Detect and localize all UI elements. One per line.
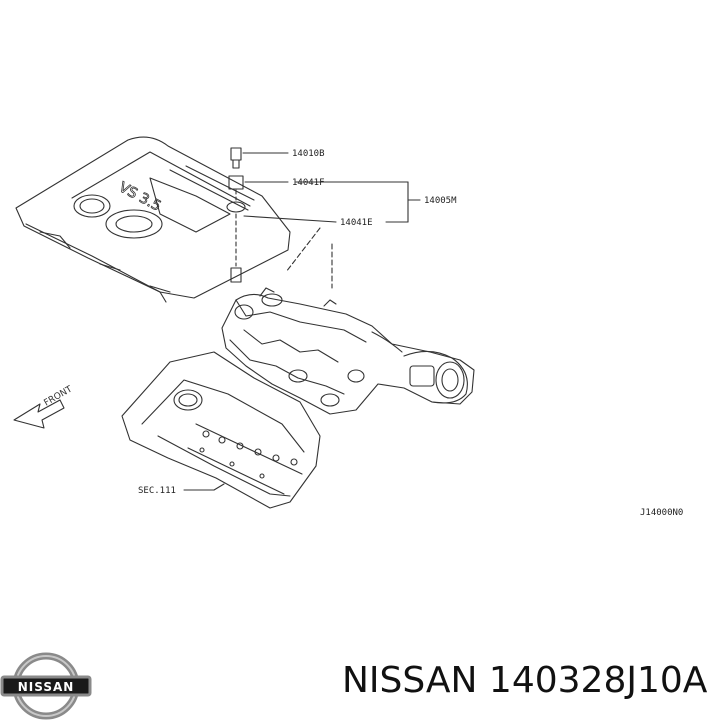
valve-cover (121, 351, 321, 509)
label-14005M: 14005M (424, 196, 457, 206)
drawing-number: J14000N0 (640, 508, 683, 518)
label-14010B: 14010B (292, 149, 325, 159)
parts-diagram: VS 3.5 14010B 14041F 14041E 14005M SEC.1… (13, 136, 683, 518)
hardware-stack (226, 147, 246, 283)
label-14041E: 14041E (340, 218, 373, 228)
nissan-logo: NISSAN (0, 652, 92, 720)
front-arrow: FRONT (13, 384, 75, 429)
label-sec-111: SEC.111 (138, 486, 176, 496)
intake-manifold (221, 287, 475, 415)
logo-text: NISSAN (18, 680, 75, 694)
engine-cover: VS 3.5 (15, 136, 291, 303)
part-number-caption: NISSAN 140328J10A (342, 660, 708, 701)
label-14041F: 14041F (292, 178, 325, 188)
cover-emboss: VS 3.5 (116, 179, 163, 214)
front-arrow-label: FRONT (43, 384, 75, 408)
leader-lines (183, 152, 421, 491)
